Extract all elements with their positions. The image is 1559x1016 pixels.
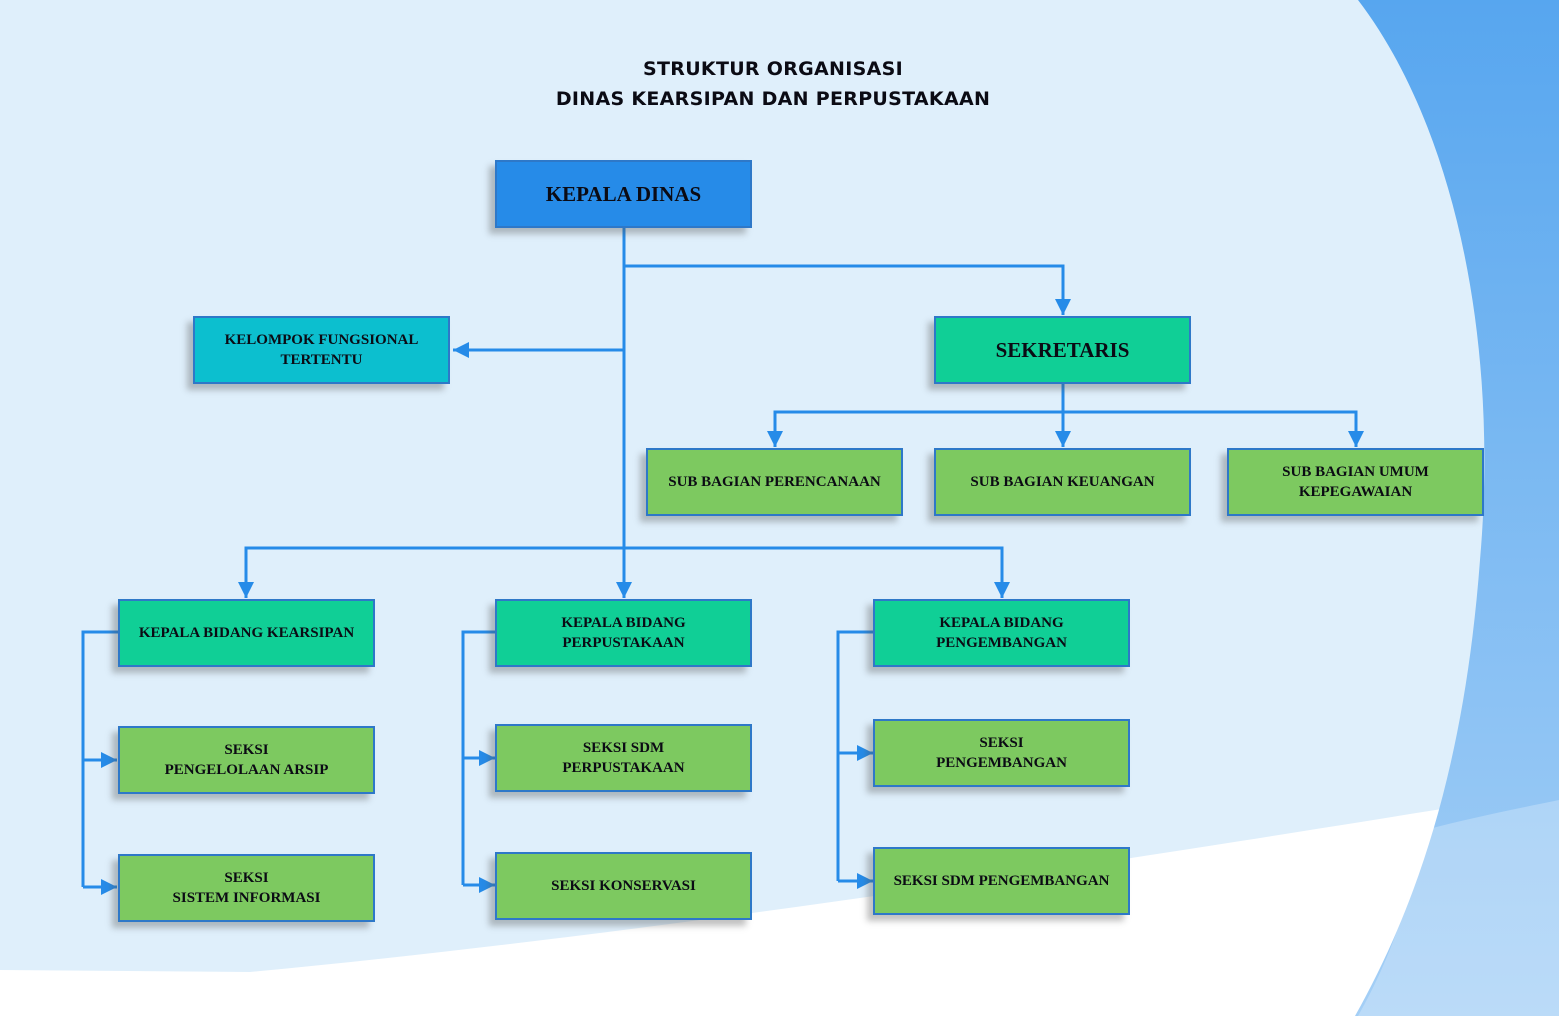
node-kelompok-fungsional-tertentu[interactable]: KELOMPOK FUNGSIONAL TERTENTU xyxy=(193,316,450,384)
connector-to-kabid-pengembangan xyxy=(624,546,1010,598)
connector-to-sub-umum xyxy=(1063,410,1364,447)
chart-title-line-2: DINAS KEARSIPAN DAN PERPUSTAKAAN xyxy=(555,88,991,110)
chart-title-line-1: STRUKTUR ORGANISASI xyxy=(643,58,903,80)
connector-to-sekretaris xyxy=(624,264,1071,315)
node-sekretaris[interactable]: SEKRETARIS xyxy=(934,316,1191,384)
connector-kearsipan-spine xyxy=(81,630,118,887)
node-sub-bagian-perencanaan[interactable]: SUB BAGIAN PERENCANAAN xyxy=(646,448,903,516)
node-kepala-bidang-pengembangan[interactable]: KEPALA BIDANG PENGEMBANGAN xyxy=(873,599,1130,667)
connector-pengembangan-spine xyxy=(836,630,874,881)
node-seksi-pengembangan[interactable]: SEKSI PENGEMBANGAN xyxy=(873,719,1130,787)
node-sub-bagian-umum-kepegawaian[interactable]: SUB BAGIAN UMUM KEPEGAWAIAN xyxy=(1227,448,1484,516)
connector-to-kabid-kearsipan xyxy=(238,546,624,598)
node-kepala-bidang-perpustakaan[interactable]: KEPALA BIDANG PERPUSTAKAAN xyxy=(495,599,752,667)
node-kepala-bidang-kearsipan[interactable]: KEPALA BIDANG KEARSIPAN xyxy=(118,599,375,667)
connector-to-sub-perencanaan xyxy=(767,410,1063,447)
node-seksi-pengelolaan-arsip[interactable]: SEKSI PENGELOLAAN ARSIP xyxy=(118,726,375,794)
node-kepala-dinas[interactable]: KEPALA DINAS xyxy=(495,160,752,228)
accent-overlap xyxy=(1358,800,1559,1016)
node-seksi-sdm-pengembangan[interactable]: SEKSI SDM PENGEMBANGAN xyxy=(873,847,1130,915)
node-seksi-sistem-informasi[interactable]: SEKSI SISTEM INFORMASI xyxy=(118,854,375,922)
node-sub-bagian-keuangan[interactable]: SUB BAGIAN KEUANGAN xyxy=(934,448,1191,516)
node-seksi-sdm-perpustakaan[interactable]: SEKSI SDM PERPUSTAKAAN xyxy=(495,724,752,792)
node-seksi-konservasi[interactable]: SEKSI KONSERVASI xyxy=(495,852,752,920)
connector-perpustakaan-spine xyxy=(461,630,496,885)
accent-curve xyxy=(1355,0,1559,1016)
